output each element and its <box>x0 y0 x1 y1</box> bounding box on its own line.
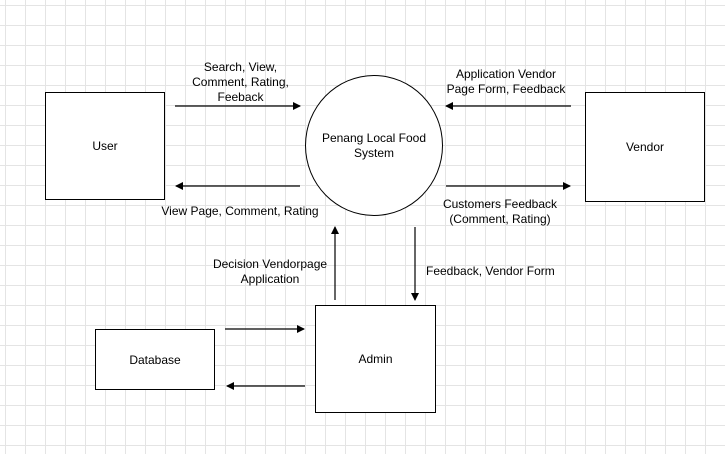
entity-vendor-label: Vendor <box>625 140 665 154</box>
flow-label-vendor-to-system: Application Vendor Page Form, Feedback <box>446 67 566 96</box>
entity-user[interactable]: User <box>45 92 165 200</box>
flow-label-system-to-user: View Page, Comment, Rating <box>161 204 319 218</box>
entity-vendor[interactable]: Vendor <box>585 92 705 202</box>
entity-admin-label: Admin <box>358 352 393 366</box>
process-system[interactable]: Penang Local Food System <box>305 75 443 216</box>
process-system-label: Penang Local Food System <box>321 130 427 160</box>
flow-label-admin-to-system: Decision Vendorpage Application <box>212 257 328 286</box>
entity-user-label: User <box>92 139 118 153</box>
flow-label-system-to-vendor: Customers Feedback (Comment, Rating) <box>442 197 558 226</box>
flow-label-user-to-system: Search, View, Comment, Rating, Feeback <box>192 60 289 104</box>
entity-admin[interactable]: Admin <box>315 305 436 413</box>
entity-database[interactable]: Database <box>95 329 215 390</box>
entity-database-label: Database <box>129 352 181 367</box>
flow-label-system-to-admin: Feedback, Vendor Form <box>426 264 555 278</box>
